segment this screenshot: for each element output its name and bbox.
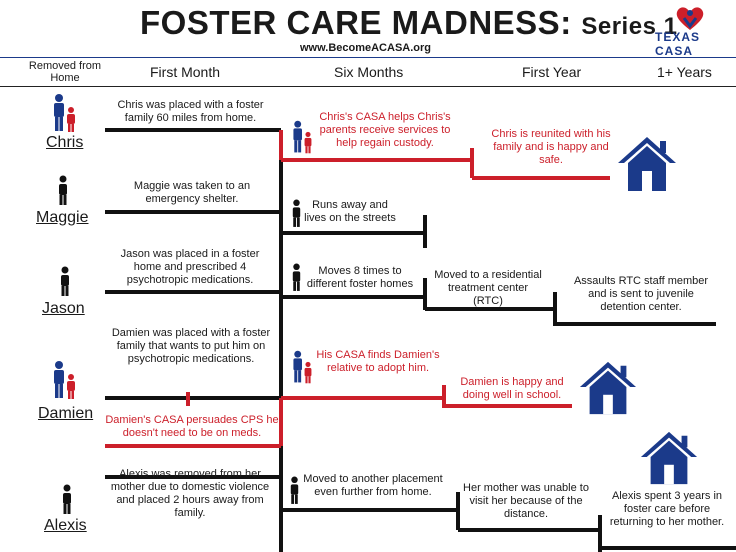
house-icon — [579, 361, 637, 415]
maggie-first-month: Maggie was taken to an emergency shelter… — [133, 180, 251, 205]
column-removed-from-home: Removed from Home — [28, 60, 102, 84]
alexis-one-plus: Alexis spent 3 years in foster care befo… — [609, 490, 725, 528]
jason-first-month: Jason was placed in a foster home and pr… — [120, 248, 260, 286]
child-name-jason: Jason — [42, 300, 85, 317]
column-header-divider — [0, 86, 736, 87]
alexis-first-year: Her mother was unable to visit her becau… — [463, 482, 589, 520]
family-icon — [293, 350, 312, 384]
damien-first-month: Damien was placed with a foster family t… — [111, 327, 271, 365]
child-icon — [292, 199, 301, 227]
jason-one-plus: Assaults RTC staff member and is sent to… — [573, 275, 709, 313]
damien-casa-action: Damien's CASA persuades CPS he doesn't n… — [105, 414, 279, 439]
series-label: Series 1 — [581, 13, 678, 40]
child-icon — [290, 476, 299, 504]
child-name-damien: Damien — [38, 405, 94, 422]
child-name-maggie: Maggie — [36, 209, 89, 226]
column-six-months: Six Months — [334, 64, 404, 80]
alexis-first-month: Alexis was removed from her mother due t… — [110, 468, 270, 519]
alexis-six-months: Moved to another placement even further … — [303, 473, 443, 498]
child-icon — [292, 263, 301, 291]
chris-six-months: Chris's CASA helps Chris's parents recei… — [319, 111, 451, 149]
child-name-alexis: Alexis — [44, 517, 87, 534]
child-icon — [63, 484, 71, 514]
damien-first-year: Damien is happy and doing well in school… — [460, 376, 564, 401]
child-icon — [59, 175, 67, 205]
jason-first-year: Moved to a residential treatment center … — [434, 269, 542, 307]
column-first-month: First Month — [150, 64, 221, 80]
header-divider — [0, 57, 736, 58]
logo-text: TEXAS CASA — [655, 30, 701, 58]
house-icon — [640, 431, 698, 485]
heart-logo-icon — [676, 7, 704, 30]
house-icon — [618, 137, 676, 191]
damien-six-months: His CASA finds Damien's relative to adop… — [316, 349, 440, 374]
jason-six-months: Moves 8 times to different foster homes — [306, 265, 414, 290]
family-icon — [54, 361, 75, 399]
title-text: FOSTER CARE MADNESS: — [140, 4, 572, 41]
family-icon — [54, 94, 75, 132]
website-url[interactable]: www.BecomeACASA.org — [300, 42, 432, 54]
family-icon — [293, 120, 312, 154]
chris-first-year: Chris is reunited with his family and is… — [491, 128, 611, 166]
page-title: FOSTER CARE MADNESS: Series 1 — [140, 4, 677, 42]
column-one-plus-years: 1+ Years — [657, 64, 712, 80]
maggie-six-months: Runs away and lives on the streets — [304, 199, 396, 224]
chris-first-month: Chris was placed with a foster family 60… — [117, 99, 264, 124]
child-name-chris: Chris — [46, 134, 84, 151]
child-icon — [61, 266, 69, 296]
column-first-year: First Year — [522, 64, 582, 80]
